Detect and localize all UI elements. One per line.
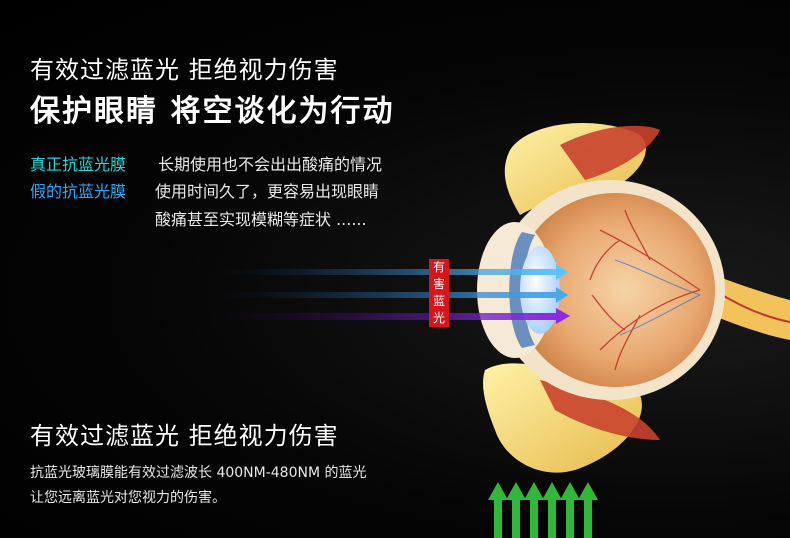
green-arrow-3 [524, 482, 544, 538]
description-line-1: 抗蓝光玻璃膜能有效过滤波长 400NM-480NM 的蓝光 [30, 465, 367, 481]
green-up-arrows [488, 482, 598, 538]
retina-vessels [589, 209, 701, 371]
harm-char-4: 光 [432, 311, 445, 325]
fake-film-label: 假的抗蓝光膜 [30, 182, 127, 201]
blue-ray-2-arrowhead [556, 287, 568, 303]
fake-film-text: 使用时间久了，更容易出现眼睛 [155, 182, 380, 201]
green-arrow-1 [488, 482, 508, 538]
blue-ray-1-arrowhead [556, 264, 568, 280]
lower-muscle-shape [540, 380, 660, 440]
retina-shape [515, 193, 715, 387]
green-arrow-2 [506, 482, 526, 538]
green-arrow-4 [542, 482, 562, 538]
upper-muscle-shape [560, 125, 660, 180]
harm-char-3: 蓝 [432, 294, 445, 308]
description-line-2: 让您远离蓝光对您视力的伤害。 [30, 490, 226, 506]
harm-char-1: 有 [432, 260, 445, 274]
headline: 有效过滤蓝光 拒绝视力伤害 [30, 56, 339, 84]
purple-ray-arrowhead [556, 308, 570, 324]
green-arrow-6 [578, 482, 598, 538]
harmful-blue-light-badge: 有 害 蓝 光 [429, 259, 449, 327]
blue-ray-1 [220, 269, 558, 275]
subheadline: 有效过滤蓝光 拒绝视力伤害 [30, 422, 339, 450]
slogan: 保护眼睛 将空谈化为行动 [30, 94, 395, 129]
retina-veins [614, 259, 701, 336]
real-film-text: 长期使用也不会出出酸痛的情况 [158, 155, 383, 174]
harm-char-2: 害 [432, 277, 445, 291]
green-arrow-5 [560, 482, 580, 538]
fake-film-text-2: 酸痛甚至实现模糊等症状 ...... [155, 210, 367, 229]
blue-ray-2 [220, 292, 558, 298]
real-film-label: 真正抗蓝光膜 [30, 155, 127, 174]
lens-shape [520, 246, 560, 334]
purple-ray [220, 313, 558, 320]
